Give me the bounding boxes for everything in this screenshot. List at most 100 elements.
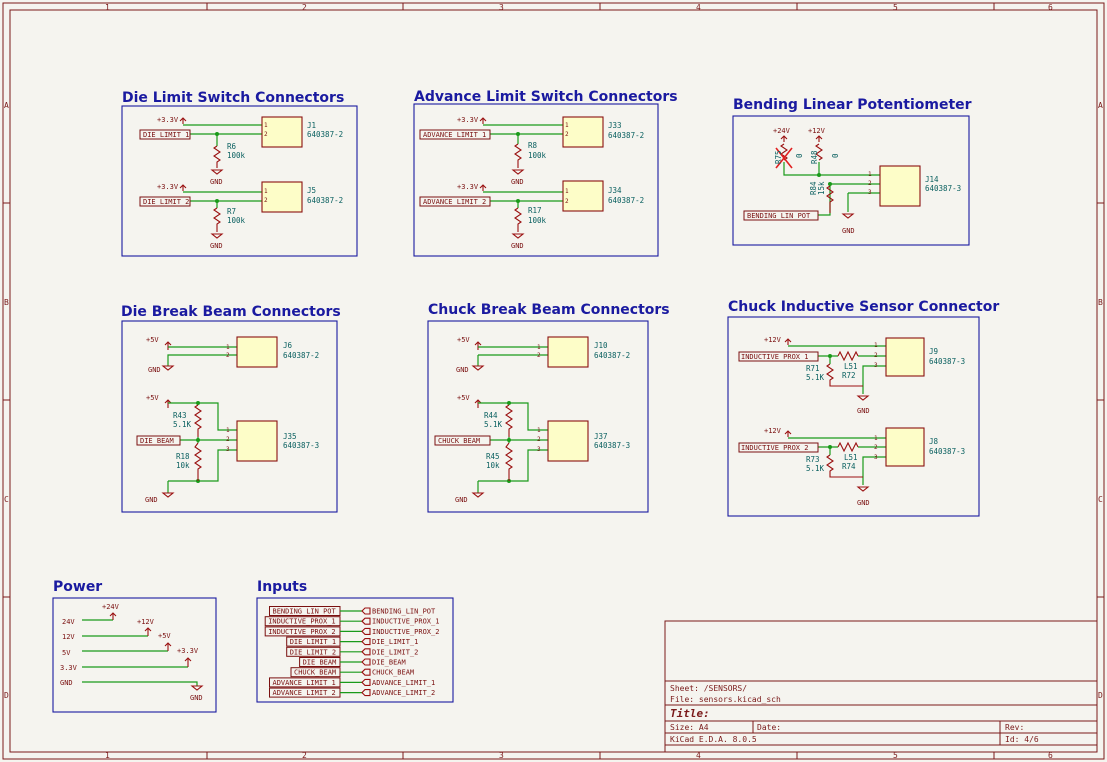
net-label-text: ADVANCE_LIMIT_1 bbox=[273, 679, 336, 687]
ref-designator: R48 bbox=[810, 150, 819, 164]
net-label bbox=[738, 351, 819, 362]
block-box bbox=[413, 103, 659, 257]
resistor-value: 100k bbox=[227, 216, 246, 225]
net-label bbox=[738, 442, 819, 453]
power-label: +12V bbox=[764, 427, 782, 435]
svg-text:1: 1 bbox=[264, 122, 268, 129]
tb-size: Size: A4 bbox=[670, 723, 709, 732]
gnd-label: GND bbox=[210, 178, 223, 186]
block-title: Die Limit Switch Connectors bbox=[122, 90, 344, 106]
col-label: 4 bbox=[696, 3, 701, 12]
net-label-text: INDUCTIVE_PROX_1 bbox=[268, 618, 335, 626]
dnp-mark bbox=[775, 147, 793, 169]
resistor-value: 15k bbox=[817, 181, 826, 195]
net-label bbox=[139, 129, 191, 140]
tb-id: Id: 4/6 bbox=[1005, 735, 1039, 744]
block-power: Power +24V +12V +5V +3.3V 24V 12V 5V 3.3… bbox=[52, 579, 217, 713]
tb-rev: Rev: bbox=[1005, 723, 1024, 732]
ref-designator: J9 bbox=[929, 347, 938, 356]
resistor-value: 100k bbox=[528, 216, 547, 225]
block-box bbox=[727, 316, 980, 517]
gnd-label: GND bbox=[210, 242, 223, 250]
net-label-text: ADVANCE_LIMIT_2 bbox=[273, 689, 336, 697]
power-label: +3.3V bbox=[157, 116, 179, 124]
net-label-text: BENDING_LIN_POT bbox=[273, 608, 337, 616]
block-chuck-break: Chuck Break Beam Connectors +5V GND 12 J… bbox=[427, 302, 670, 513]
input-row: ADVANCE_LIMIT_1 ADVANCE_LIMIT_1 bbox=[269, 677, 435, 688]
row-label: C bbox=[1098, 495, 1103, 504]
ref-designator: J6 bbox=[283, 341, 293, 350]
col-label: 4 bbox=[696, 751, 701, 760]
net-label-text: DIE_BEAM bbox=[303, 659, 337, 667]
col-label: 2 bbox=[302, 751, 307, 760]
block-box bbox=[121, 320, 338, 513]
block-title: Die Break Beam Connectors bbox=[121, 304, 341, 320]
power-label: +5V bbox=[158, 632, 171, 640]
hier-label-text: INDUCTIVE_PROX_1 bbox=[372, 618, 439, 626]
resistor-value: 5.1K bbox=[484, 420, 503, 429]
col-label: 6 bbox=[1048, 751, 1053, 760]
ref-designator: R72 bbox=[842, 371, 856, 380]
connector-j1 bbox=[261, 116, 303, 148]
title-block: Sheet: /SENSORS/ File: sensors.kicad_sch… bbox=[664, 620, 1098, 753]
net-label-text: DIE_BEAM bbox=[140, 437, 174, 445]
svg-text:1: 1 bbox=[537, 344, 541, 351]
block-title: Chuck Break Beam Connectors bbox=[428, 302, 670, 318]
gnd-label: GND bbox=[455, 496, 468, 504]
connector-j6 bbox=[236, 336, 278, 368]
connector-j5 bbox=[261, 181, 303, 213]
net-label bbox=[434, 435, 491, 446]
block-title: Inputs bbox=[257, 579, 307, 595]
block-bending-pot: Bending Linear Potentiometer +24V +12V R… bbox=[732, 97, 972, 246]
hier-label: 3.3V bbox=[60, 664, 78, 672]
net-label-text: INDUCTIVE_PROX_2 bbox=[741, 444, 808, 452]
part-number: 640387-2 bbox=[608, 196, 644, 205]
svg-text:2: 2 bbox=[264, 197, 268, 204]
ref-designator: R43 bbox=[173, 411, 187, 420]
net-label bbox=[419, 129, 491, 140]
block-die-break: Die Break Beam Connectors +5V GND 12 J6 … bbox=[121, 304, 341, 513]
block-title: Bending Linear Potentiometer bbox=[733, 97, 972, 113]
connector-j37 bbox=[547, 420, 589, 462]
tb-date: Date: bbox=[757, 723, 781, 732]
resistor-value: 0 bbox=[795, 153, 804, 158]
hier-label-text: ADVANCE_LIMIT_1 bbox=[372, 679, 435, 687]
part-number: 640387-3 bbox=[283, 441, 319, 450]
col-label: 3 bbox=[499, 3, 504, 12]
block-title: Advance Limit Switch Connectors bbox=[414, 89, 678, 105]
gnd-label: GND bbox=[511, 242, 524, 250]
gnd-label: GND bbox=[857, 499, 870, 507]
row-label: B bbox=[4, 298, 9, 307]
tb-file: File: sensors.kicad_sch bbox=[670, 695, 781, 704]
ref-designator: J37 bbox=[594, 432, 608, 441]
block-advance-limit: Advance Limit Switch Connectors +3.3V AD… bbox=[413, 89, 678, 257]
connector-j35 bbox=[236, 420, 278, 462]
svg-text:2: 2 bbox=[565, 198, 569, 205]
net-label-text: INDUCTIVE_PROX_2 bbox=[268, 628, 335, 636]
svg-text:2: 2 bbox=[226, 436, 230, 443]
inner-frame bbox=[9, 9, 1098, 753]
net-label-text: ADVANCE_LIMIT_2 bbox=[423, 198, 486, 206]
gnd-label: GND bbox=[145, 496, 158, 504]
svg-text:2: 2 bbox=[264, 131, 268, 138]
svg-text:1: 1 bbox=[537, 427, 541, 434]
connector-j9 bbox=[885, 337, 925, 377]
gnd-label: GND bbox=[456, 366, 469, 374]
power-label: +12V bbox=[764, 336, 782, 344]
svg-text:1: 1 bbox=[874, 342, 878, 349]
block-box bbox=[121, 105, 358, 257]
gnd-label: GND bbox=[190, 694, 203, 702]
svg-text:2: 2 bbox=[565, 131, 569, 138]
part-number: 640387-2 bbox=[608, 131, 644, 140]
power-label: +5V bbox=[146, 336, 159, 344]
connector-j33 bbox=[562, 116, 604, 148]
col-label: 6 bbox=[1048, 3, 1053, 12]
svg-text:2: 2 bbox=[874, 352, 878, 359]
net-label-text: CHUCK_BEAM bbox=[294, 669, 336, 677]
ref-designator: R71 bbox=[806, 364, 820, 373]
